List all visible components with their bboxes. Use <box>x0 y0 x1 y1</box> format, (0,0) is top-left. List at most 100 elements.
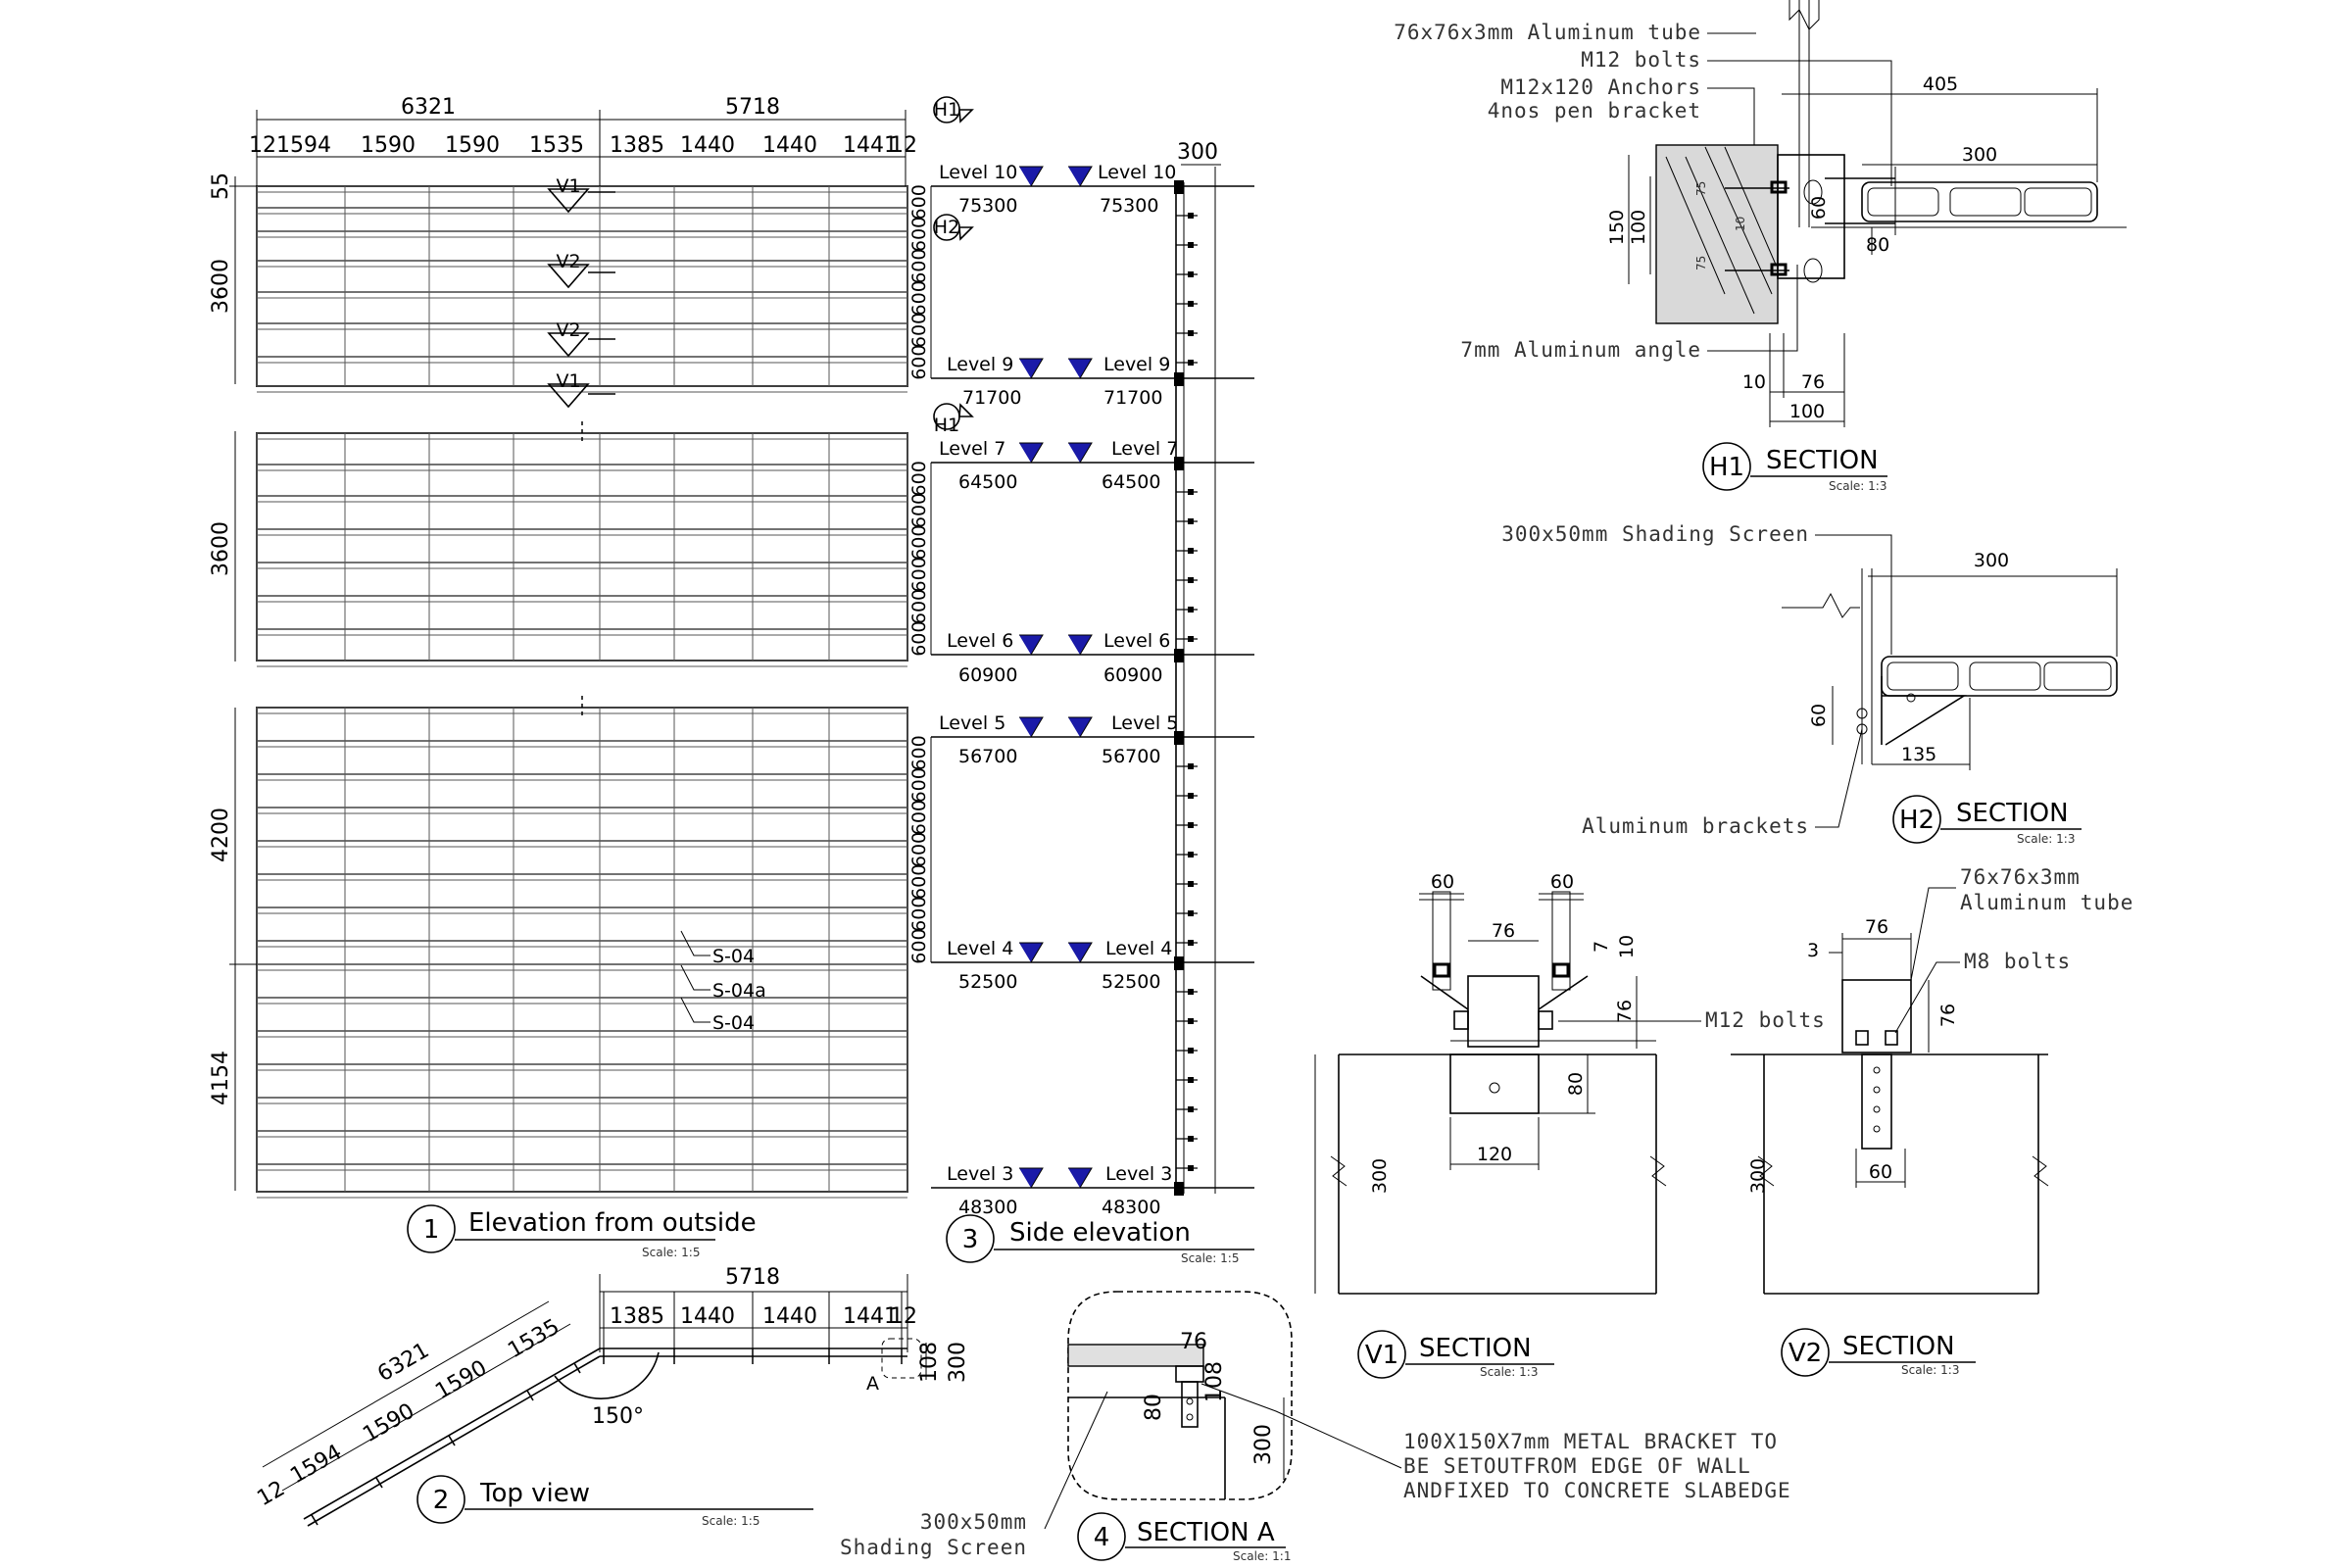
svg-text:2: 2 <box>433 1486 450 1515</box>
side-600-dim: 600 <box>908 767 930 803</box>
svg-text:Scale: 1:3: Scale: 1:3 <box>2017 832 2075 846</box>
level-elev-right: 56700 <box>1102 746 1160 767</box>
side-screen-clip <box>1188 330 1194 336</box>
section-h1-detail: 76x76x3mm Aluminum tube M12 bolts M12x12… <box>1394 0 2127 493</box>
level-triangle <box>1068 716 1093 738</box>
secA-screen-label: Shading Screen <box>840 1536 1027 1559</box>
level-elev-right: 52500 <box>1102 971 1160 993</box>
side-screen-clip <box>1188 822 1194 828</box>
svg-text:SECTION: SECTION <box>1419 1334 1532 1363</box>
top-bay-dim: 12 <box>253 1477 289 1512</box>
side-600-dim: 600 <box>908 313 930 348</box>
svg-text:H1: H1 <box>934 99 959 121</box>
side-bracket <box>1174 649 1184 662</box>
section-a-detail: 76 108 80 300 100X150X7mm METAL BRACKET … <box>840 1291 1790 1563</box>
elevation-view: 6321 5718 12 1594 1590 1590 1535 1385 14… <box>209 95 974 1259</box>
svg-text:Scale: 1:1: Scale: 1:1 <box>1233 1549 1291 1563</box>
marker-v2-b: V2 <box>547 319 615 358</box>
v2-dim-3: 3 <box>1807 940 1819 961</box>
title-v1: V1 SECTION Scale: 1:3 <box>1357 1330 1554 1379</box>
top-bracket-tick <box>375 1477 383 1489</box>
top-view: 5718 1385 1440 1440 1441 12 6321 12 1594… <box>253 1265 970 1528</box>
level-name-left: Level 7 <box>939 438 1005 460</box>
top-depth: 108 <box>917 1342 942 1383</box>
level-triangle <box>1019 634 1044 656</box>
level-elev-left: 60900 <box>958 664 1017 686</box>
secA-screen-label: 300x50mm <box>920 1510 1027 1534</box>
h1-label-tube: 76x76x3mm Aluminum tube <box>1394 21 1701 44</box>
side-600-dim: 600 <box>908 525 930 561</box>
top-angle: 150° <box>592 1404 644 1429</box>
level-triangle <box>1019 442 1044 464</box>
side-bracket <box>1174 1182 1184 1196</box>
level-name-left: Level 10 <box>939 162 1017 183</box>
svg-text:V2: V2 <box>1788 1339 1822 1368</box>
h1-dim-75b: 75 <box>1694 256 1708 270</box>
side-screen-clip <box>1188 636 1194 642</box>
elevation-bay-dims: 12 1594 1590 1590 1535 1385 1440 1440 14… <box>249 133 917 158</box>
svg-text:V1: V1 <box>1365 1341 1398 1370</box>
h1-label-bolts: M12 bolts <box>1581 48 1701 72</box>
h1-label-anchors: M12x120 Anchors <box>1500 75 1701 99</box>
side-screen-clip <box>1188 1077 1194 1083</box>
title-top: 2 Top view Scale: 1:5 <box>416 1475 813 1528</box>
top-view-bracket-ticks <box>311 1292 903 1526</box>
svg-text:Scale: 1:5: Scale: 1:5 <box>1181 1251 1239 1265</box>
side-screen-clip <box>1188 518 1194 524</box>
side-screen-clip <box>1188 242 1194 248</box>
svg-text:SECTION: SECTION <box>1956 799 2069 828</box>
svg-text:SECTION: SECTION <box>1842 1332 1955 1361</box>
level-name-left: Level 9 <box>947 354 1013 375</box>
side-screen-clip <box>1188 213 1194 219</box>
level-name-right: Level 10 <box>1098 162 1176 183</box>
side-levels: Level 10 Level 10 75300 75300 Level 9 Le… <box>939 162 1178 1218</box>
title-h1: H1 SECTION Scale: 1:3 <box>1702 442 1887 493</box>
level-elev-right: 71700 <box>1103 387 1162 409</box>
elevation-panel <box>256 432 908 662</box>
bay-dim: 12 <box>890 133 917 158</box>
svg-text:Scale: 1:3: Scale: 1:3 <box>1480 1365 1538 1379</box>
height-dim: 4154 <box>209 1051 233 1105</box>
level-elev-right: 75300 <box>1100 195 1158 217</box>
level-triangle <box>1068 634 1093 656</box>
level-name-right: Level 9 <box>1103 354 1170 375</box>
side-bracket <box>1174 731 1184 745</box>
v1-dim-76: 76 <box>1492 920 1515 942</box>
level-name-right: Level 6 <box>1103 630 1170 652</box>
bay-dim: 1385 <box>610 133 664 158</box>
panel-tags: S-04 S-04a S-04 <box>680 930 766 1034</box>
level-name-left: Level 6 <box>947 630 1013 652</box>
side-bracket <box>1174 180 1184 194</box>
v1-base-plate <box>1449 1054 1540 1114</box>
level-elev-left: 52500 <box>958 971 1017 993</box>
level-name-left: Level 5 <box>939 712 1005 734</box>
secA-note-line: BE SETOUTFROM EDGE OF WALL <box>1403 1454 1751 1478</box>
height-dim: 3600 <box>209 521 233 576</box>
side-screen-clip <box>1188 1106 1194 1112</box>
bay-dim: 1535 <box>529 133 584 158</box>
section-v2-detail: 76 3 76 60 300 76x76x3mm Aluminum tube M… <box>1731 865 2132 1377</box>
tag-s04: S-04 <box>712 946 755 967</box>
side-600-dim: 600 <box>908 249 930 284</box>
svg-text:V1: V1 <box>556 370 580 392</box>
bay-dim: 1590 <box>361 133 416 158</box>
height-dim: 4200 <box>209 808 233 862</box>
level-elev-left: 64500 <box>958 471 1017 493</box>
svg-text:Scale: 1:3: Scale: 1:3 <box>1829 479 1886 493</box>
svg-text:V2: V2 <box>556 251 580 272</box>
h1-dim-60: 60 <box>1808 196 1830 220</box>
v2-dim-76b: 76 <box>1937 1004 1959 1027</box>
elevation-panel-grid <box>256 185 908 1199</box>
side-width-dim: 300 <box>1177 140 1218 165</box>
level-elev-left: 56700 <box>958 746 1017 767</box>
marker-h2: H2 <box>933 214 974 241</box>
h2-dim-135: 135 <box>1901 744 1936 765</box>
side-screen-clip <box>1188 548 1194 554</box>
bay-dim: 12 <box>249 133 276 158</box>
v1-dim-300: 300 <box>1369 1158 1391 1194</box>
v1-dim-7: 7 <box>1591 941 1612 953</box>
v2-plate <box>1861 1054 1892 1150</box>
secA-dim-76: 76 <box>1180 1330 1207 1354</box>
svg-text:H2: H2 <box>934 217 959 238</box>
